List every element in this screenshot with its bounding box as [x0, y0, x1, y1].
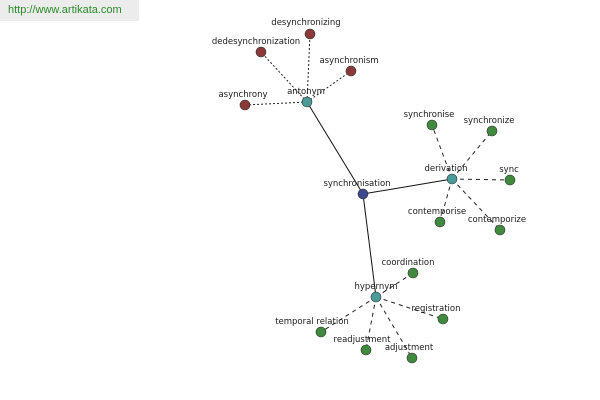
node-readjustment[interactable] — [360, 344, 372, 356]
label-desynchronizing[interactable]: desynchronizing — [271, 18, 340, 28]
edge-hypernym-temporal-relation — [320, 296, 377, 333]
label-readjustment[interactable]: readjustment — [334, 335, 392, 345]
node-desynchronizing[interactable] — [304, 28, 316, 40]
edge-synchronisation-antonym — [306, 101, 364, 195]
label-dedesynchronization[interactable]: dedesynchronization — [212, 37, 300, 47]
label-temporal-relation[interactable]: temporal relation — [275, 317, 349, 327]
label-adjustment[interactable]: adjustment — [385, 343, 434, 353]
graph-labels: synchronisation antonym derivation hypernym… — [212, 18, 526, 353]
node-dedesynchronization[interactable] — [255, 46, 267, 58]
label-antonym[interactable]: antonym — [287, 87, 325, 97]
label-asynchrony[interactable]: asynchrony — [218, 90, 267, 100]
edge-antonym-asynchrony — [244, 101, 308, 106]
label-hypernym[interactable]: hypernym — [354, 282, 397, 292]
label-contemporise[interactable]: contemporise — [408, 207, 466, 217]
node-synchronisation[interactable] — [357, 188, 369, 200]
edge-antonym-dedesynchronization — [260, 51, 308, 103]
graph-edges — [244, 33, 511, 359]
node-hypernym[interactable] — [370, 291, 382, 303]
node-asynchronism[interactable] — [345, 65, 357, 77]
node-adjustment[interactable] — [406, 352, 418, 364]
edge-hypernym-registration — [375, 296, 444, 320]
edge-derivation-synchronise — [431, 124, 453, 180]
edge-derivation-sync — [451, 178, 511, 181]
node-temporal-relation[interactable] — [315, 326, 327, 338]
node-derivation[interactable] — [446, 173, 458, 185]
edge-antonym-desynchronizing — [306, 33, 311, 103]
node-coordination[interactable] — [407, 267, 419, 279]
node-contemporize[interactable] — [494, 224, 506, 236]
site-url-banner[interactable]: http://www.artikata.com — [0, 0, 139, 21]
node-sync[interactable] — [504, 174, 516, 186]
label-asynchronism[interactable]: asynchronism — [319, 56, 378, 66]
edge-hypernym-readjustment — [365, 296, 377, 351]
label-synchronize[interactable]: synchronize — [464, 116, 515, 126]
label-synchronisation[interactable]: synchronisation — [323, 179, 390, 189]
label-derivation[interactable]: derivation — [424, 164, 467, 174]
label-registration[interactable]: registration — [411, 304, 460, 314]
node-synchronise[interactable] — [426, 119, 438, 131]
edge-synchronisation-derivation — [362, 178, 453, 195]
node-contemporise[interactable] — [434, 216, 446, 228]
edge-synchronisation-hypernym — [362, 193, 377, 298]
graph-nodes — [239, 28, 516, 364]
label-synchronise[interactable]: synchronise — [404, 110, 455, 120]
edge-derivation-contemporize — [451, 178, 501, 231]
edge-derivation-synchronize — [451, 130, 493, 180]
node-antonym[interactable] — [301, 96, 313, 108]
node-synchronize[interactable] — [486, 125, 498, 137]
edge-antonym-asynchronism — [306, 70, 352, 103]
label-coordination[interactable]: coordination — [381, 258, 434, 268]
edge-hypernym-adjustment — [375, 296, 413, 359]
node-asynchrony[interactable] — [239, 99, 251, 111]
label-sync[interactable]: sync — [499, 165, 519, 175]
node-registration[interactable] — [437, 313, 449, 325]
label-contemporize[interactable]: contemporize — [468, 215, 526, 225]
